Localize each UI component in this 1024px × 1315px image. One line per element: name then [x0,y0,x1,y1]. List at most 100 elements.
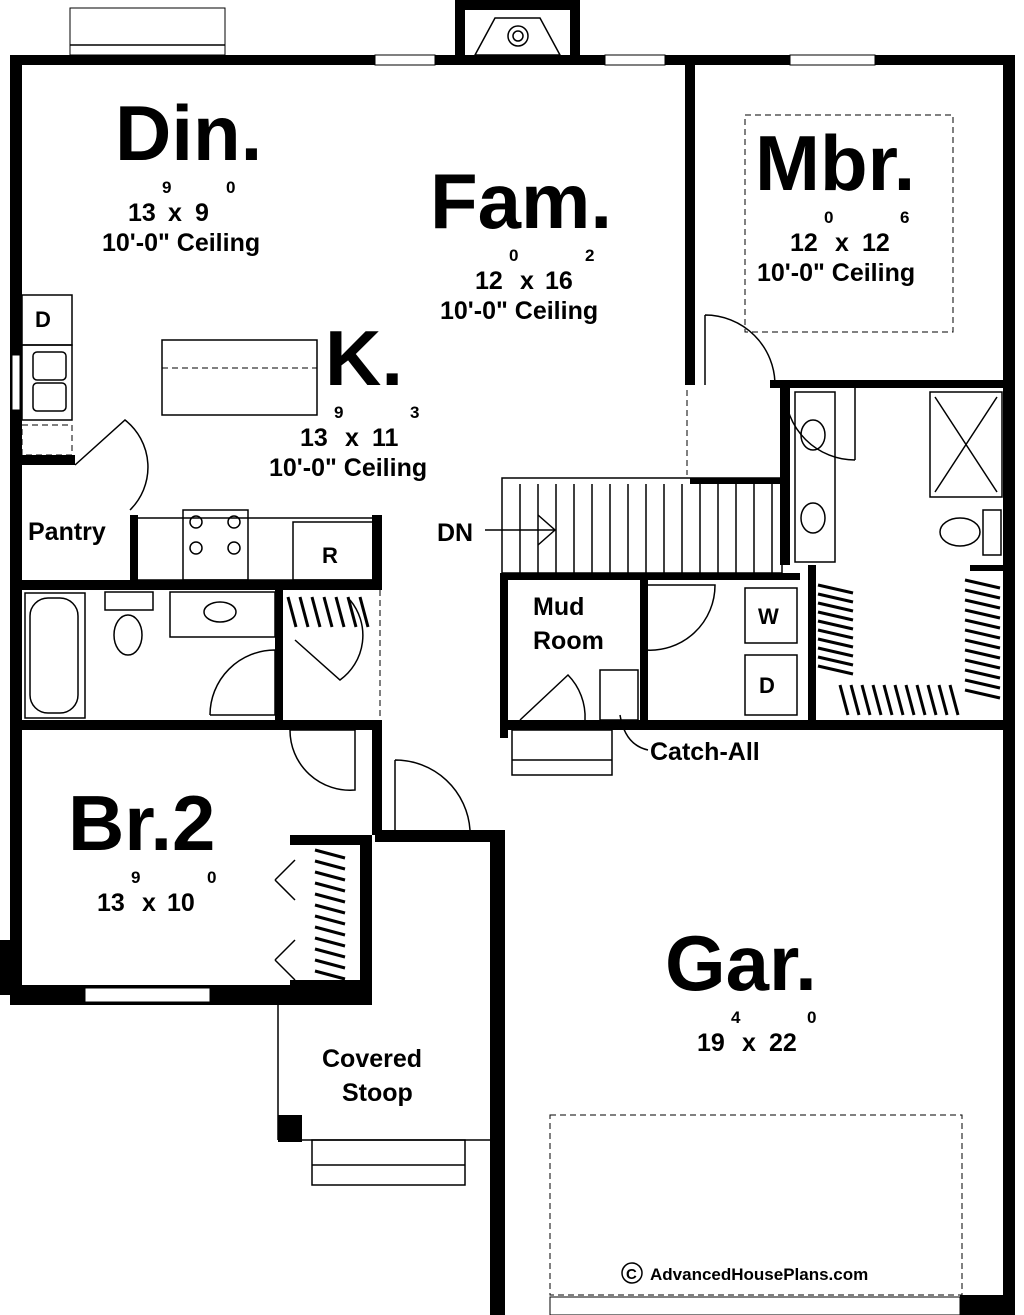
shelf-hanger [964,618,1001,630]
copyright: C AdvancedHousePlans.com [621,1262,868,1284]
shelf-hanger [904,684,916,716]
dim-width-inches: 9 [334,403,343,422]
shelf-hanger [964,638,1001,650]
mud-room-label-2: Room [533,627,604,655]
shelf-hanger [915,684,927,716]
shelf-hanger [314,947,346,959]
shelf-hanger [286,596,298,628]
shelf-hanger [817,592,854,604]
room-name: K. [325,314,403,402]
room-family: Fam. 0 2 12 x 16 10'-0" Ceiling [430,157,612,325]
dim-x: x [142,889,156,917]
shelf-hanger [358,596,370,628]
room-name: Fam. [430,157,612,245]
room-master-bedroom: Mbr. 0 6 12 x 12 10'-0" Ceiling [755,119,915,287]
shelf-hanger [314,881,346,893]
shelf-hanger [937,684,949,716]
ceiling-height: 10'-0" Ceiling [757,259,915,287]
dim-depth: 12 [862,229,890,257]
shelf-hanger [817,664,854,676]
shelf-hanger [298,596,310,628]
dim-width: 13 [300,424,328,452]
closet-shelving [286,578,1001,981]
room-garage: Gar. 4 0 19 x 22 [665,919,817,1057]
shelf-hanger [964,688,1001,700]
ceiling-height: 10'-0" Ceiling [102,229,260,257]
shelf-hanger [314,859,346,871]
dim-width: 12 [790,229,818,257]
shelf-hanger [817,601,854,613]
dim-depth: 11 [372,424,399,452]
shelf-hanger [964,648,1001,660]
shelf-hanger [964,668,1001,680]
shelf-hanger [817,637,854,649]
dim-depth: 16 [545,267,573,295]
shelf-hanger [948,684,960,716]
shelf-hanger [964,608,1001,620]
dim-width-inches: 9 [131,868,140,887]
dim-depth: 9 [195,199,209,227]
shelf-hanger [314,936,346,948]
shelf-hanger [314,925,346,937]
shelf-hanger [346,596,358,628]
shelf-hanger [838,684,850,716]
ceiling-height: 10'-0" Ceiling [269,454,427,482]
dishwasher-label: D [35,307,51,332]
shelf-hanger [882,684,894,716]
dim-width: 19 [697,1029,725,1057]
room-dining: Din. 9 0 13 x 9 10'-0" Ceiling [102,89,262,257]
dim-width-inches: 4 [731,1008,741,1027]
shelf-hanger [314,914,346,926]
dim-width-inches: 9 [162,178,171,197]
mud-room-label: Mud [533,593,584,621]
dim-depth-inches: 2 [585,246,594,265]
room-name: Gar. [665,919,817,1007]
dim-depth-inches: 0 [226,178,235,197]
dim-width-inches: 0 [509,246,518,265]
shelf-hanger [860,684,872,716]
stairs-down-label: DN [437,519,473,547]
copyright-text: AdvancedHousePlans.com [650,1265,868,1284]
dim-x: x [345,424,359,452]
shelf-hanger [926,684,938,716]
shelf-hanger [817,619,854,631]
shelf-hanger [322,596,334,628]
room-name: Br.2 [68,779,215,867]
room-name: Mbr. [755,119,915,207]
room-name: Din. [115,89,262,177]
shelf-hanger [964,678,1001,690]
washer-label: W [758,604,779,629]
shelf-hanger [849,684,861,716]
shelf-hanger [817,583,854,595]
copyright-icon [621,1262,643,1284]
fixtures [21,114,1003,1296]
dim-x: x [520,267,534,295]
covered-stoop-label-2: Stoop [342,1079,413,1107]
shelf-hanger [964,598,1001,610]
copyright-symbol: C [626,1266,637,1283]
stairs [485,477,783,574]
shelf-hanger [964,578,1001,590]
shelf-hanger [893,684,905,716]
shelf-hanger [310,596,322,628]
shelf-hanger [314,892,346,904]
exterior-walls [0,7,1015,1315]
dim-x: x [835,229,849,257]
room-bedroom-2: Br.2 9 0 13 x 10 [68,779,216,917]
shelf-hanger [314,870,346,882]
shelf-hanger [314,969,346,981]
catch-all-leader [619,714,649,751]
doors [74,314,856,981]
dim-x: x [742,1029,756,1057]
shelf-hanger [817,610,854,622]
shelf-hanger [871,684,883,716]
dim-depth: 10 [167,889,195,917]
dim-width: 13 [128,199,156,227]
pantry-label: Pantry [28,518,106,546]
shelf-hanger [314,848,346,860]
dim-depth: 22 [769,1029,797,1057]
dim-depth-inches: 3 [410,403,419,422]
dim-depth-inches: 0 [207,868,216,887]
shelf-hanger [817,628,854,640]
